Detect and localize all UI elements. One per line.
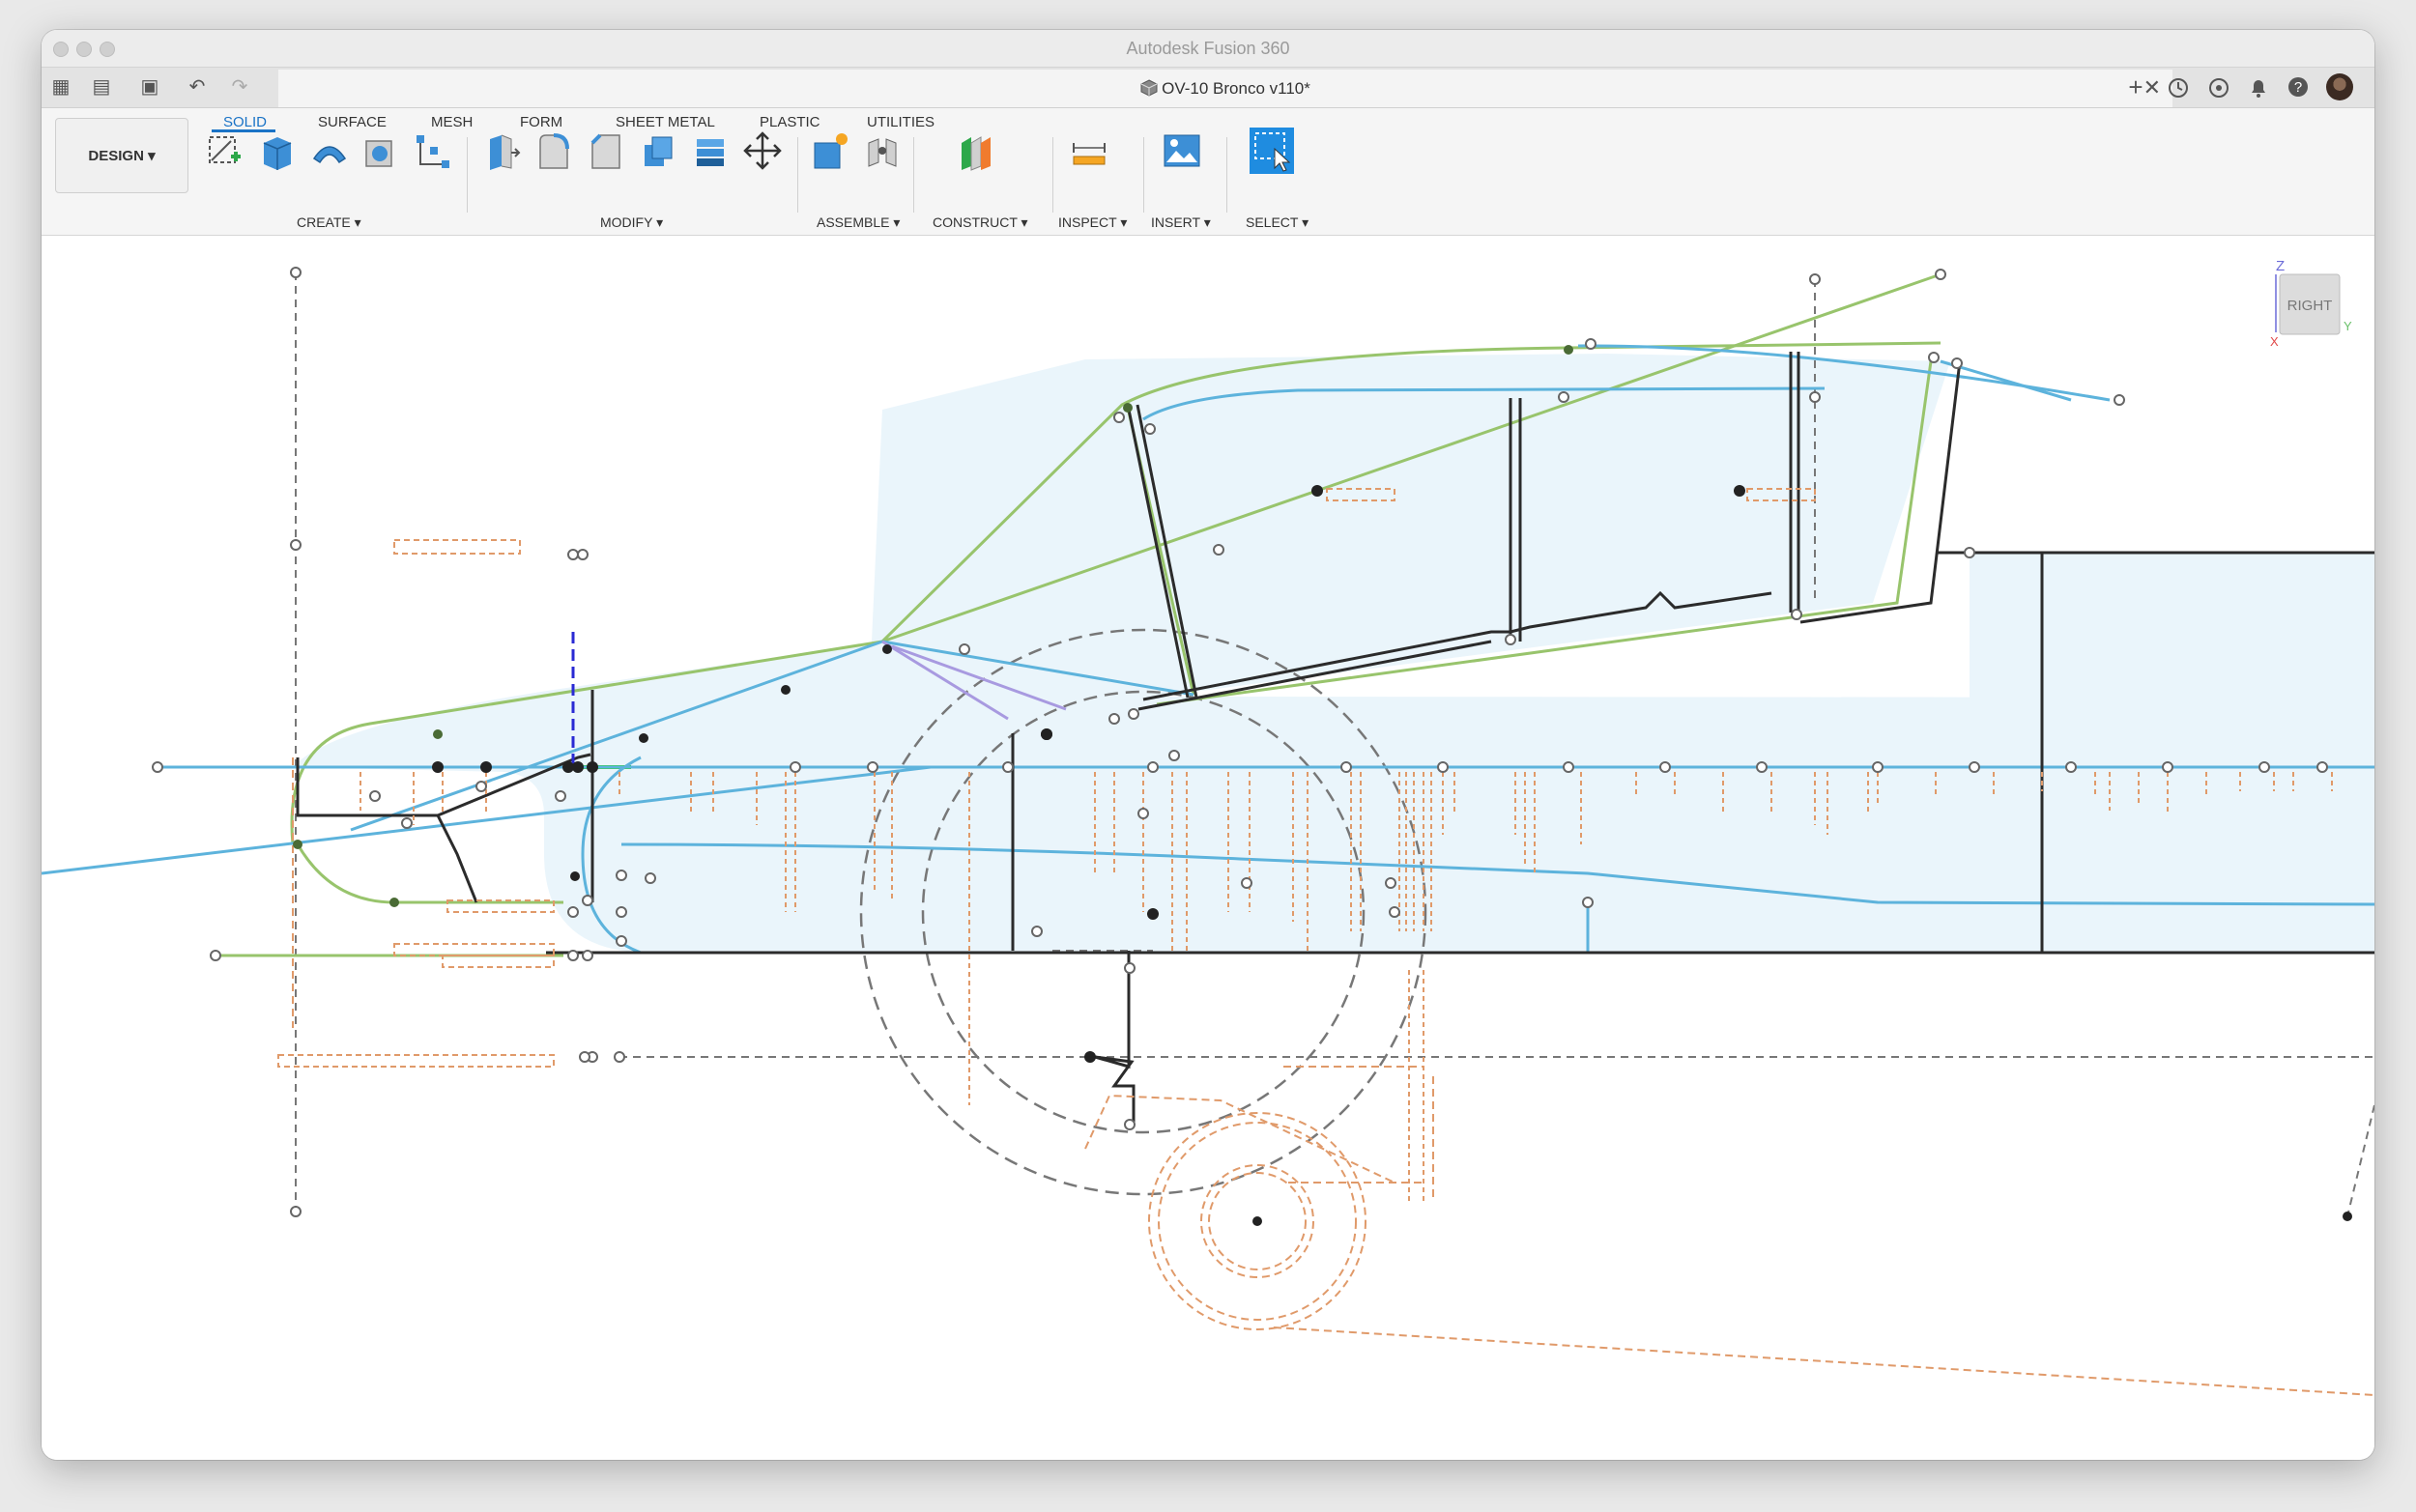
sketch-points	[152, 267, 2328, 1217]
sketch-points-green	[293, 345, 1573, 907]
select-group-label[interactable]: SELECT ▾	[1246, 214, 1309, 230]
tab-surface[interactable]: SURFACE	[318, 114, 387, 130]
offset-plane-icon[interactable]	[958, 129, 996, 172]
ribbon-separator	[1143, 137, 1144, 213]
landing-gear-outlines	[292, 757, 2374, 1396]
view-cube-face-label: RIGHT	[2287, 298, 2333, 314]
close-tab-icon[interactable]: ✕	[2143, 75, 2161, 100]
insert-group-label[interactable]: INSERT ▾	[1151, 214, 1211, 230]
chamfer-icon[interactable]	[587, 129, 625, 172]
workspace-switcher[interactable]: DESIGN ▾	[55, 118, 188, 193]
design-canvas[interactable]: Z RIGHT X Y	[42, 236, 2374, 1460]
modify-group-label[interactable]: MODIFY ▾	[600, 214, 664, 230]
joint-icon[interactable]	[863, 129, 902, 172]
svg-text:?: ?	[2294, 79, 2302, 96]
ribbon-separator	[467, 137, 468, 213]
press-pull-icon[interactable]	[482, 129, 521, 172]
wheel-envelope-small	[921, 690, 1366, 1134]
view-cube-graphic[interactable]: Z RIGHT X Y	[2270, 255, 2367, 349]
assemble-group-label[interactable]: ASSEMBLE ▾	[817, 214, 901, 230]
green-sketch-curves	[216, 272, 1941, 957]
ribbon-separator	[1226, 137, 1227, 213]
sketch-viewport[interactable]	[42, 236, 2374, 1460]
save-icon[interactable]: ▣	[140, 76, 159, 98]
tab-form[interactable]: FORM	[520, 114, 563, 130]
construction-lines	[295, 272, 2374, 1217]
active-tab-indicator	[212, 129, 275, 132]
undo-icon[interactable]: ↶	[188, 76, 206, 98]
dimension-callouts	[277, 488, 1816, 1068]
fillet-icon[interactable]	[534, 129, 573, 172]
extrude-icon[interactable]	[258, 129, 297, 172]
canopy-profile-fill	[869, 354, 1950, 704]
sketch-dimension-icon[interactable]	[413, 129, 451, 172]
window-zoom-button[interactable]	[100, 42, 115, 57]
upper-deck-fill	[1970, 553, 2374, 698]
black-sketch-lines	[296, 352, 2374, 1125]
file-menu-icon[interactable]: ▤	[92, 76, 111, 98]
dimension-ticks	[360, 772, 2333, 1202]
new-component-icon[interactable]	[811, 129, 849, 172]
app-grid-icon[interactable]: ▦	[51, 76, 71, 98]
job-status-icon[interactable]	[2168, 77, 2189, 99]
new-tab-icon[interactable]: +	[2128, 72, 2143, 101]
tab-plastic[interactable]: PLASTIC	[760, 114, 820, 130]
construct-group-label[interactable]: CONSTRUCT ▾	[933, 214, 1028, 230]
axis-x-label: X	[2270, 334, 2279, 347]
blue-sketch-curves	[42, 344, 2374, 955]
tab-sheet-metal[interactable]: SHEET METAL	[616, 114, 715, 130]
app-title: Autodesk Fusion 360	[1126, 39, 1290, 58]
view-cube[interactable]: Z RIGHT X Y	[2270, 255, 2367, 349]
move-copy-icon[interactable]	[743, 129, 782, 172]
axis-y-label: Y	[2344, 319, 2352, 333]
combine-icon[interactable]	[691, 129, 730, 172]
clock-icon[interactable]	[2208, 77, 2229, 99]
sketch-points-filled	[432, 485, 2352, 1226]
redo-icon[interactable]: ↷	[231, 76, 248, 98]
shell-icon[interactable]	[639, 129, 677, 172]
inspect-group-label[interactable]: INSPECT ▾	[1058, 214, 1128, 230]
wheel-envelope-large	[859, 628, 1427, 1196]
toolbar-ribbon: DESIGN ▾ SOLID SURFACE MESH FORM SHEET M…	[42, 108, 2374, 236]
insert-canvas-icon[interactable]	[1163, 129, 1201, 172]
revolve-icon[interactable]	[310, 129, 349, 172]
title-bar: Autodesk Fusion 360	[42, 30, 2374, 68]
lavender-sketch-lines	[881, 640, 1067, 721]
window-minimize-button[interactable]	[76, 42, 92, 57]
window-close-button[interactable]	[53, 42, 69, 57]
document-tab-bar: ▦ ▤ ▣ ↶ ↷ OV-10 Bronco v110* ✕ + ?	[42, 68, 2374, 108]
select-icon[interactable]	[1250, 128, 1294, 174]
tab-solid[interactable]: SOLID	[223, 114, 268, 130]
axis-z-label: Z	[2276, 258, 2285, 274]
help-icon[interactable]: ?	[2287, 76, 2309, 98]
measure-icon[interactable]	[1070, 129, 1108, 172]
fuselage-profile-fill	[293, 642, 2374, 953]
ribbon-separator	[1052, 137, 1053, 213]
notifications-icon[interactable]	[2248, 76, 2269, 100]
document-tab[interactable]: OV-10 Bronco v110* ✕	[278, 70, 2172, 107]
tab-mesh[interactable]: MESH	[431, 114, 474, 130]
app-window: Autodesk Fusion 360 ▦ ▤ ▣ ↶ ↷ OV-10 Bron…	[42, 30, 2374, 1460]
user-avatar[interactable]	[2326, 73, 2353, 100]
create-sketch-icon[interactable]	[206, 129, 244, 172]
ribbon-separator	[797, 137, 798, 213]
sweep-icon[interactable]	[360, 129, 399, 172]
ribbon-separator	[913, 137, 914, 213]
tab-utilities[interactable]: UTILITIES	[867, 114, 935, 130]
create-group-label[interactable]: CREATE ▾	[297, 214, 361, 230]
component-icon	[1140, 79, 1158, 97]
document-title: OV-10 Bronco v110*	[1162, 79, 1310, 98]
